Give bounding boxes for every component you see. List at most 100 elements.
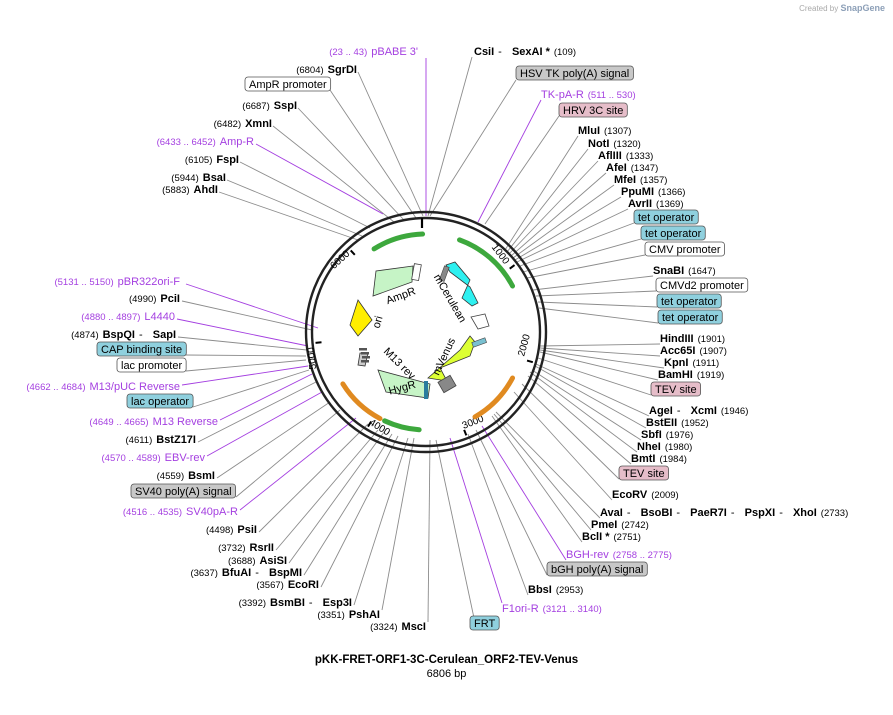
label-pbabe3[interactable]: (23 .. 43)pBABE 3' [329, 46, 418, 58]
label-text: EcoRI [288, 579, 319, 591]
label-bcli[interactable]: BclI *(2751) [582, 531, 641, 543]
label-sgrdi[interactable]: (6804)SgrDI [296, 64, 357, 76]
tick-mark [509, 264, 516, 270]
label-text: lac operator [131, 396, 189, 408]
label-text: PshAI [349, 609, 380, 621]
label-lacop[interactable]: lac operator [126, 393, 194, 409]
leader-line-tev1 [537, 357, 652, 396]
leader-line-pcii [181, 300, 313, 331]
label-bstz17i[interactable]: (4611)BstZ17I [126, 434, 197, 446]
label-tetop1[interactable]: tet operator [633, 209, 699, 225]
leader-line-lacop [192, 369, 310, 408]
tick-mark [315, 341, 322, 344]
label-hindiii[interactable]: HindIII(1901) [660, 333, 725, 345]
label-bsai[interactable]: (5944)BsaI [171, 172, 226, 184]
label-ecori[interactable]: (3567)EcoRI [256, 579, 319, 591]
label-ahdi[interactable]: (5883)AhdI [162, 184, 218, 196]
label-tetop2[interactable]: tet operator [640, 225, 706, 241]
tick-mark [526, 359, 534, 364]
lac-site-marker [362, 356, 370, 359]
label-text: - [677, 405, 681, 417]
label-csii[interactable]: CsiI - SexAI *(109) [474, 46, 576, 58]
label-cmvprom[interactable]: CMV promoter [644, 241, 725, 257]
label-afei[interactable]: AfeI(1347) [606, 162, 658, 174]
leader-line-ecori [320, 435, 399, 588]
label-bsteii[interactable]: BstEII(1952) [646, 417, 709, 429]
label-afliii[interactable]: AflIII(1333) [598, 150, 653, 162]
leader-line-f1ori [449, 437, 503, 604]
label-m13puc[interactable]: (4662 .. 4684)M13/pUC Reverse [26, 381, 180, 393]
label-tev1[interactable]: TEV site [650, 381, 701, 397]
label-hrv[interactable]: HRV 3C site [558, 102, 628, 118]
label-tetop3[interactable]: tet operator [656, 293, 722, 309]
label-psii[interactable]: (4498)PsiI [206, 524, 257, 536]
label-frt[interactable]: FRT [469, 615, 500, 631]
label-pmei[interactable]: PmeI(2742) [591, 519, 649, 531]
label-text: - [779, 507, 783, 519]
label-mfei[interactable]: MfeI(1357) [614, 174, 667, 186]
label-avrii[interactable]: AvrII(1369) [628, 198, 684, 210]
label-ampprom[interactable]: AmpR promoter [244, 76, 332, 92]
label-text: EBV-rev [165, 452, 206, 464]
label-lacprom[interactable]: lac promoter [116, 357, 187, 373]
label-nhei[interactable]: NheI(1980) [637, 441, 692, 453]
label-l4440[interactable]: (4880 .. 4897)L4440 [81, 311, 175, 323]
feature-arrow-m13-rev [357, 352, 369, 367]
label-f1ori[interactable]: F1ori-R(3121 .. 3140) [502, 603, 602, 615]
label-text: TK-pA-R [541, 89, 584, 101]
label-agei[interactable]: AgeI - XcmI(1946) [649, 405, 748, 417]
label-sv40par[interactable]: (4516 .. 4535)SV40pA-R [123, 506, 238, 518]
label-rsrii[interactable]: (3732)RsrII [218, 542, 274, 554]
label-ebv[interactable]: (4570 .. 4589)EBV-rev [102, 452, 206, 464]
label-bspqi[interactable]: (4874)BspQI - SapI [71, 329, 176, 341]
label-sspi[interactable]: (6687)SspI [242, 100, 297, 112]
label-bmti[interactable]: BmtI(1984) [631, 453, 687, 465]
label-tetop4[interactable]: tet operator [657, 309, 723, 325]
label-tkpar[interactable]: TK-pA-R(511 .. 530) [541, 89, 636, 101]
label-text: AflIII [598, 150, 622, 162]
label-ecorv[interactable]: EcoRV(2009) [612, 489, 679, 501]
label-msci[interactable]: (3324)MscI [370, 621, 426, 633]
leader-line-kpni [539, 349, 665, 369]
label-text: (1347) [631, 163, 658, 174]
label-ppumi[interactable]: PpuMI(1366) [621, 186, 685, 198]
label-bghpa[interactable]: bGH poly(A) signal [546, 561, 648, 577]
leader-line-ampr_p [255, 143, 384, 215]
label-bsmbi[interactable]: (3392)BsmBI - Esp3I [239, 597, 352, 609]
label-noti[interactable]: NotI(1320) [588, 138, 641, 150]
label-kpni[interactable]: KpnI(1911) [664, 357, 719, 369]
label-tev2[interactable]: TEV site [618, 465, 669, 481]
label-bsmi[interactable]: (4559)BsmI [157, 470, 215, 482]
leader-line-bspqi [177, 336, 308, 351]
label-pshai[interactable]: (3351)PshAI [317, 609, 380, 621]
label-bamhi[interactable]: BamHI(1919) [658, 369, 724, 381]
label-snabi[interactable]: SnaBI(1647) [653, 265, 716, 277]
label-sv40pa[interactable]: SV40 poly(A) signal [130, 483, 237, 499]
label-hsvtk[interactable]: HSV TK poly(A) signal [515, 65, 634, 81]
label-bghrev[interactable]: BGH-rev(2758 .. 2775) [566, 549, 672, 561]
label-pcii[interactable]: (4990)PciI [129, 293, 180, 305]
label-fspi[interactable]: (6105)FspI [185, 154, 239, 166]
label-asisi[interactable]: (3688)AsiSI [228, 555, 287, 567]
label-cap[interactable]: CAP binding site [96, 341, 187, 357]
label-xmni[interactable]: (6482)XmnI [214, 118, 272, 130]
label-m13rev[interactable]: (4649 .. 4665)M13 Reverse [89, 416, 218, 428]
label-acc65i[interactable]: Acc65I(1907) [660, 345, 727, 357]
label-leader-lines [176, 56, 665, 623]
leader-line-bcli [491, 415, 583, 543]
label-text: EcoRV [612, 489, 648, 501]
label-ampr_p[interactable]: (6433 .. 6452)Amp-R [157, 136, 254, 148]
cerulean-orf-arc [457, 237, 516, 289]
leader-line-asisi [288, 431, 385, 564]
label-sbfi[interactable]: SbfI(1976) [641, 429, 693, 441]
label-text: TEV site [655, 384, 697, 396]
label-bbsi[interactable]: BbsI(2953) [528, 584, 583, 596]
label-mlui[interactable]: MluI(1307) [578, 125, 631, 137]
label-text: PsiI [237, 524, 257, 536]
label-cmvd2[interactable]: CMVd2 promoter [655, 277, 749, 293]
label-bfuai[interactable]: (3637)BfuAI - BspMI [190, 567, 302, 579]
label-pbr322[interactable]: (5131 .. 5150)pBR322ori-F [54, 276, 180, 288]
label-text: FspI [216, 154, 239, 166]
label-avai[interactable]: AvaI - BsoBI - PaeR7I - PspXI - XhoI(273… [600, 507, 848, 519]
